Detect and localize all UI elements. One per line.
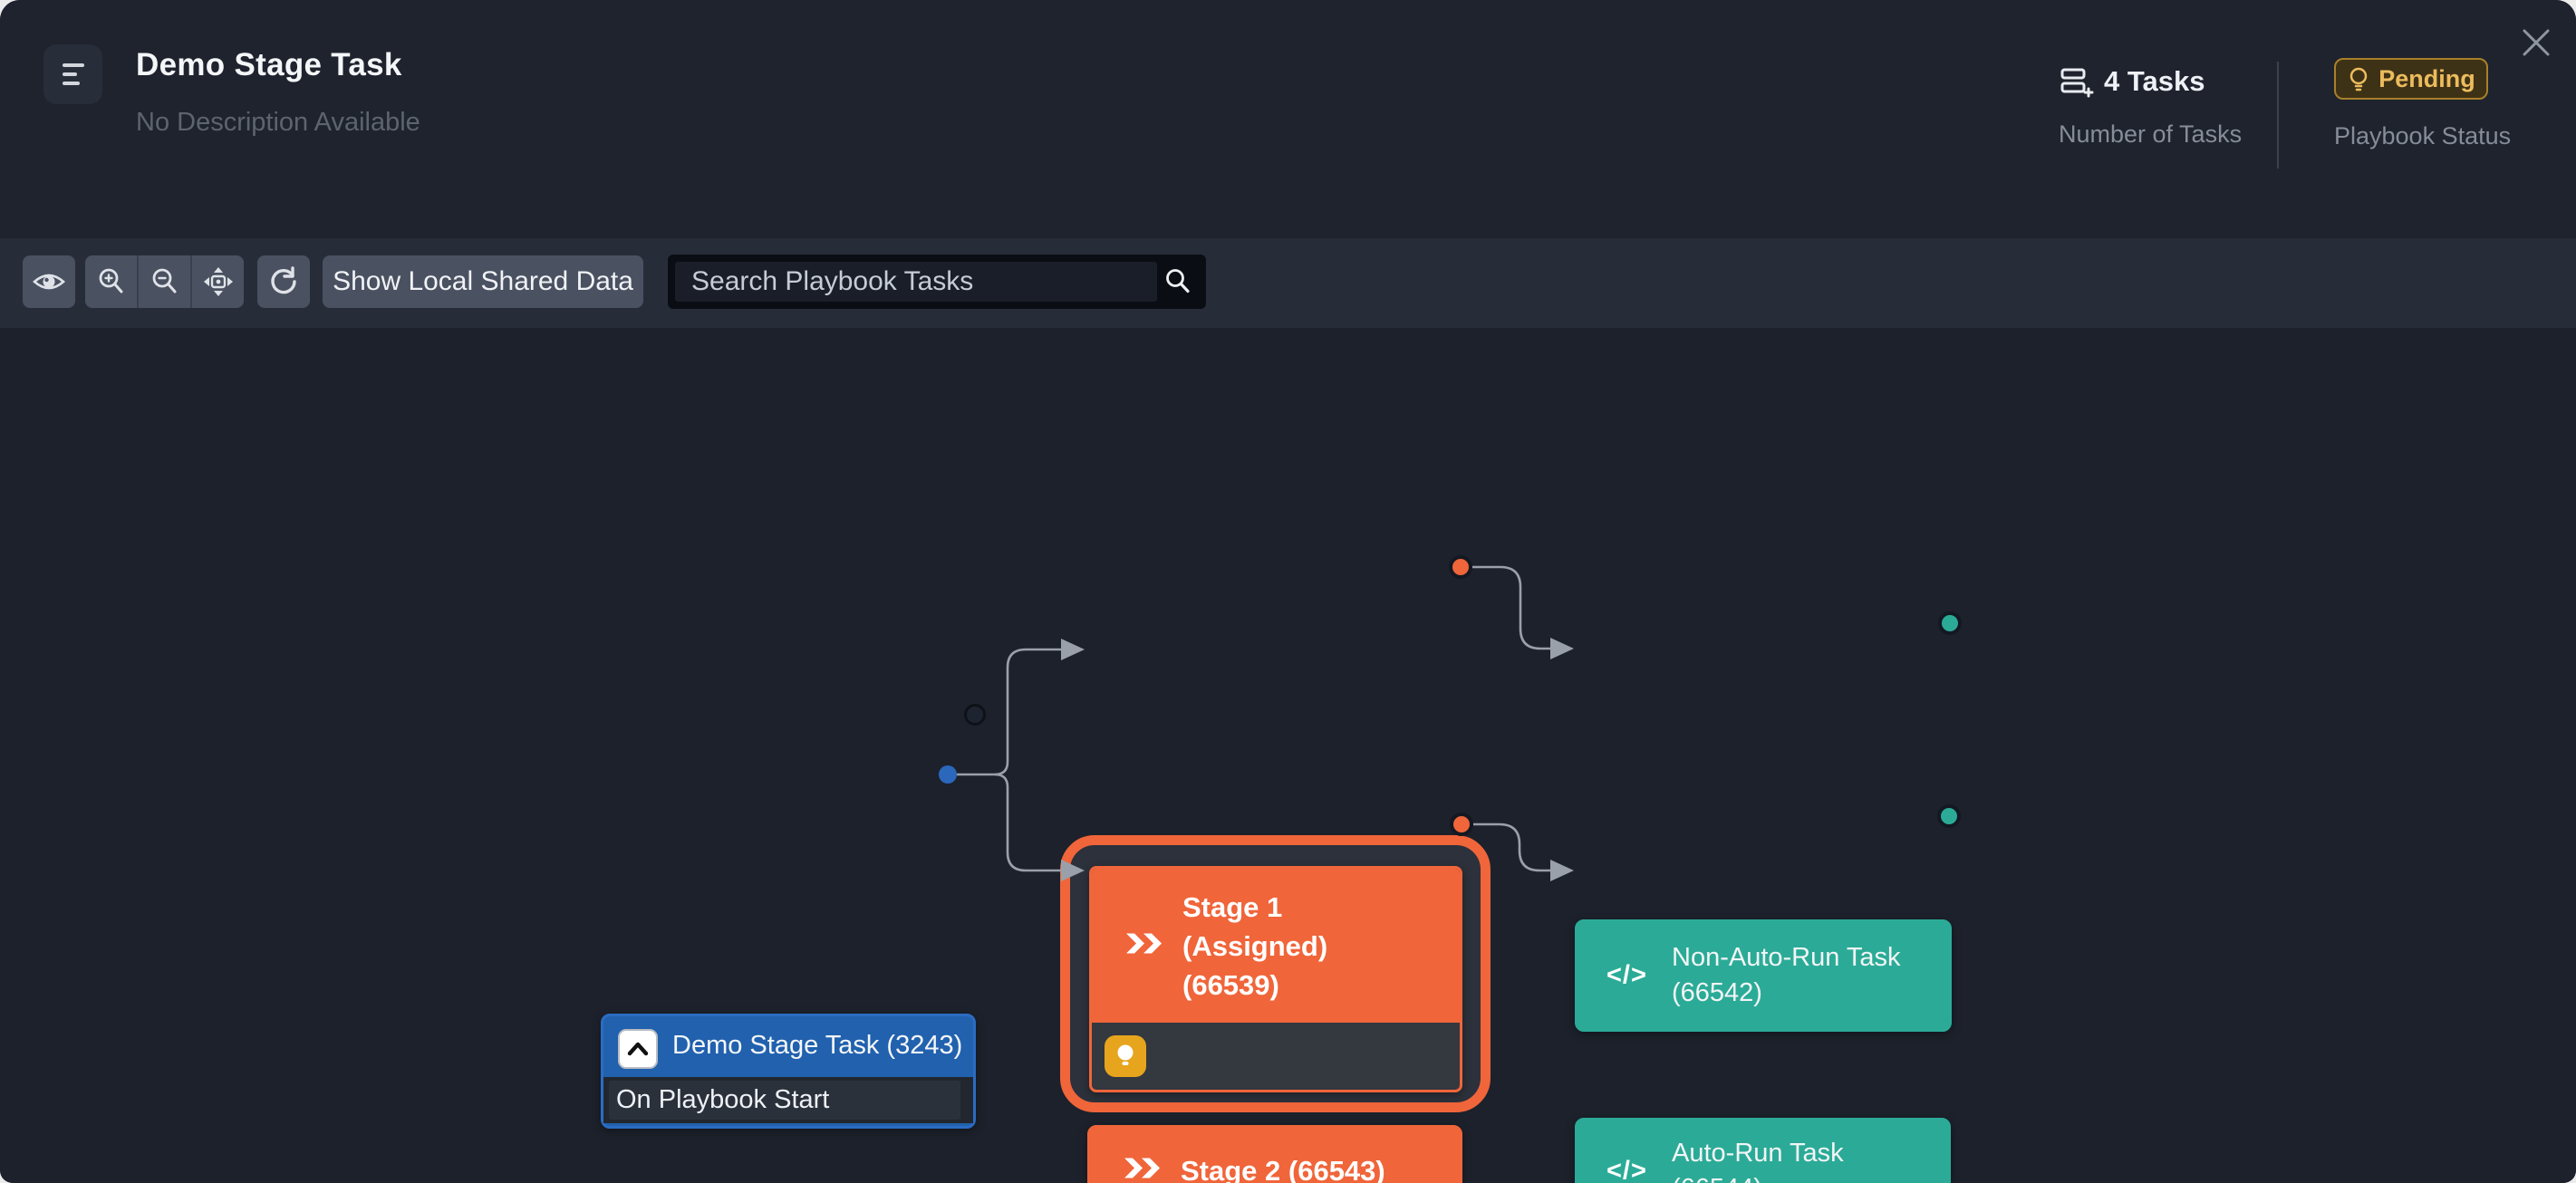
playbook-status-badge: Pending — [2334, 58, 2488, 100]
double-chevron-icon — [1124, 932, 1164, 960]
task1-title-line1: Non-Auto-Run Task — [1672, 943, 1901, 972]
node-stage1[interactable]: Stage 1 (Assigned) (66539) — [1089, 866, 1462, 1092]
align-left-icon — [62, 63, 84, 85]
page-subtitle: No Description Available — [136, 108, 420, 137]
task2-output-port — [1937, 804, 1961, 828]
start-node-output-port — [964, 704, 986, 726]
task2-title-line1: Auto-Run Task — [1672, 1138, 1844, 1168]
stage1-title-line1: Stage 1 — [1182, 890, 1283, 923]
chevron-up-icon — [618, 1029, 658, 1069]
zoom-out-button[interactable] — [139, 255, 190, 308]
task2-title: Auto-Run Task (66544) — [1672, 1136, 1844, 1183]
search-box — [668, 255, 1206, 309]
node-stage2[interactable]: Stage 2 (66543) — [1087, 1125, 1462, 1183]
stage1-title-line3: (66539) — [1182, 968, 1279, 1001]
bulb-icon — [2350, 67, 2368, 91]
refresh-icon — [271, 266, 296, 294]
zoom-in-icon — [99, 268, 122, 293]
stage1-title: Stage 1 (Assigned) (66539) — [1182, 888, 1327, 1005]
search-icon[interactable] — [1157, 265, 1199, 298]
start-node-title: Demo Stage Task (3243) — [672, 1030, 963, 1060]
stage1-header: Stage 1 (Assigned) (66539) — [1092, 869, 1460, 1023]
node-start[interactable]: Demo Stage Task (3243) On Playbook Start — [601, 1014, 976, 1129]
header: Demo Stage Task No Description Available… — [0, 0, 2576, 238]
stage1-selection-ring: Stage 1 (Assigned) (66539) — [1060, 835, 1491, 1112]
tasks-count-value: 4 Tasks — [2104, 65, 2205, 97]
stage1-footer — [1092, 1023, 1460, 1090]
task2-title-line2: (66544) — [1672, 1171, 1844, 1183]
show-local-shared-data-label: Show Local Shared Data — [333, 266, 633, 296]
refresh-button[interactable] — [257, 255, 310, 308]
tasks-count-label: Number of Tasks — [2059, 120, 2243, 148]
tasks-list-icon — [2060, 68, 2094, 98]
playbook-canvas[interactable]: Stage 1 (Assigned) (66539) — [0, 328, 2576, 1183]
start-subtask-output-port — [939, 765, 957, 784]
double-chevron-icon — [1123, 1157, 1163, 1183]
task1-title-line2: (66542) — [1672, 978, 1762, 1007]
close-icon — [2523, 29, 2550, 56]
toolbar: Show Local Shared Data — [0, 238, 2576, 328]
fit-view-icon — [203, 267, 233, 296]
task1-header: </> Non-Auto-Run Task (66542) — [1577, 922, 1949, 1029]
node-non-auto-run-task[interactable]: </> Non-Auto-Run Task (66542) — [1575, 919, 1952, 1032]
start-node-header: Demo Stage Task (3243) — [603, 1016, 973, 1074]
stage2-title: Stage 2 (66543) — [1181, 1154, 1385, 1183]
show-local-shared-data-button[interactable]: Show Local Shared Data — [323, 255, 643, 308]
zoom-controls-group — [85, 255, 244, 308]
stage1-output-port — [1449, 555, 1472, 579]
playbook-status-value: Pending — [2378, 64, 2475, 92]
close-button[interactable] — [2519, 25, 2553, 60]
stage2-header: Stage 2 (66543) — [1090, 1128, 1460, 1183]
code-icon: </> — [1606, 1156, 1647, 1183]
start-node-subtask-row[interactable]: On Playbook Start — [603, 1077, 973, 1123]
task1-title: Non-Auto-Run Task (66542) — [1672, 940, 1901, 1011]
eye-icon — [33, 274, 65, 290]
task1-output-port — [1938, 611, 1962, 635]
pending-bulb-icon — [1105, 1035, 1146, 1077]
code-icon: </> — [1606, 960, 1647, 990]
tasks-count-stat: 4 Tasks — [2059, 63, 2205, 100]
playbook-status-label: Playbook Status — [2334, 122, 2512, 149]
zoom-in-button[interactable] — [85, 255, 137, 308]
toggle-visibility-button[interactable] — [23, 255, 75, 308]
page-title: Demo Stage Task — [136, 47, 402, 82]
search-input[interactable] — [675, 262, 1157, 302]
task2-header: </> Auto-Run Task (66544) — [1577, 1120, 1948, 1183]
menu-button[interactable] — [43, 44, 102, 104]
stage1-title-line2: (Assigned) — [1182, 929, 1328, 962]
stage2-output-port — [1450, 813, 1473, 836]
zoom-out-icon — [152, 268, 176, 293]
node-auto-run-task[interactable]: </> Auto-Run Task (66544) — [1575, 1118, 1951, 1183]
fit-view-button[interactable] — [192, 255, 244, 308]
header-divider — [2277, 62, 2279, 168]
start-subtask-label: On Playbook Start — [616, 1085, 830, 1114]
